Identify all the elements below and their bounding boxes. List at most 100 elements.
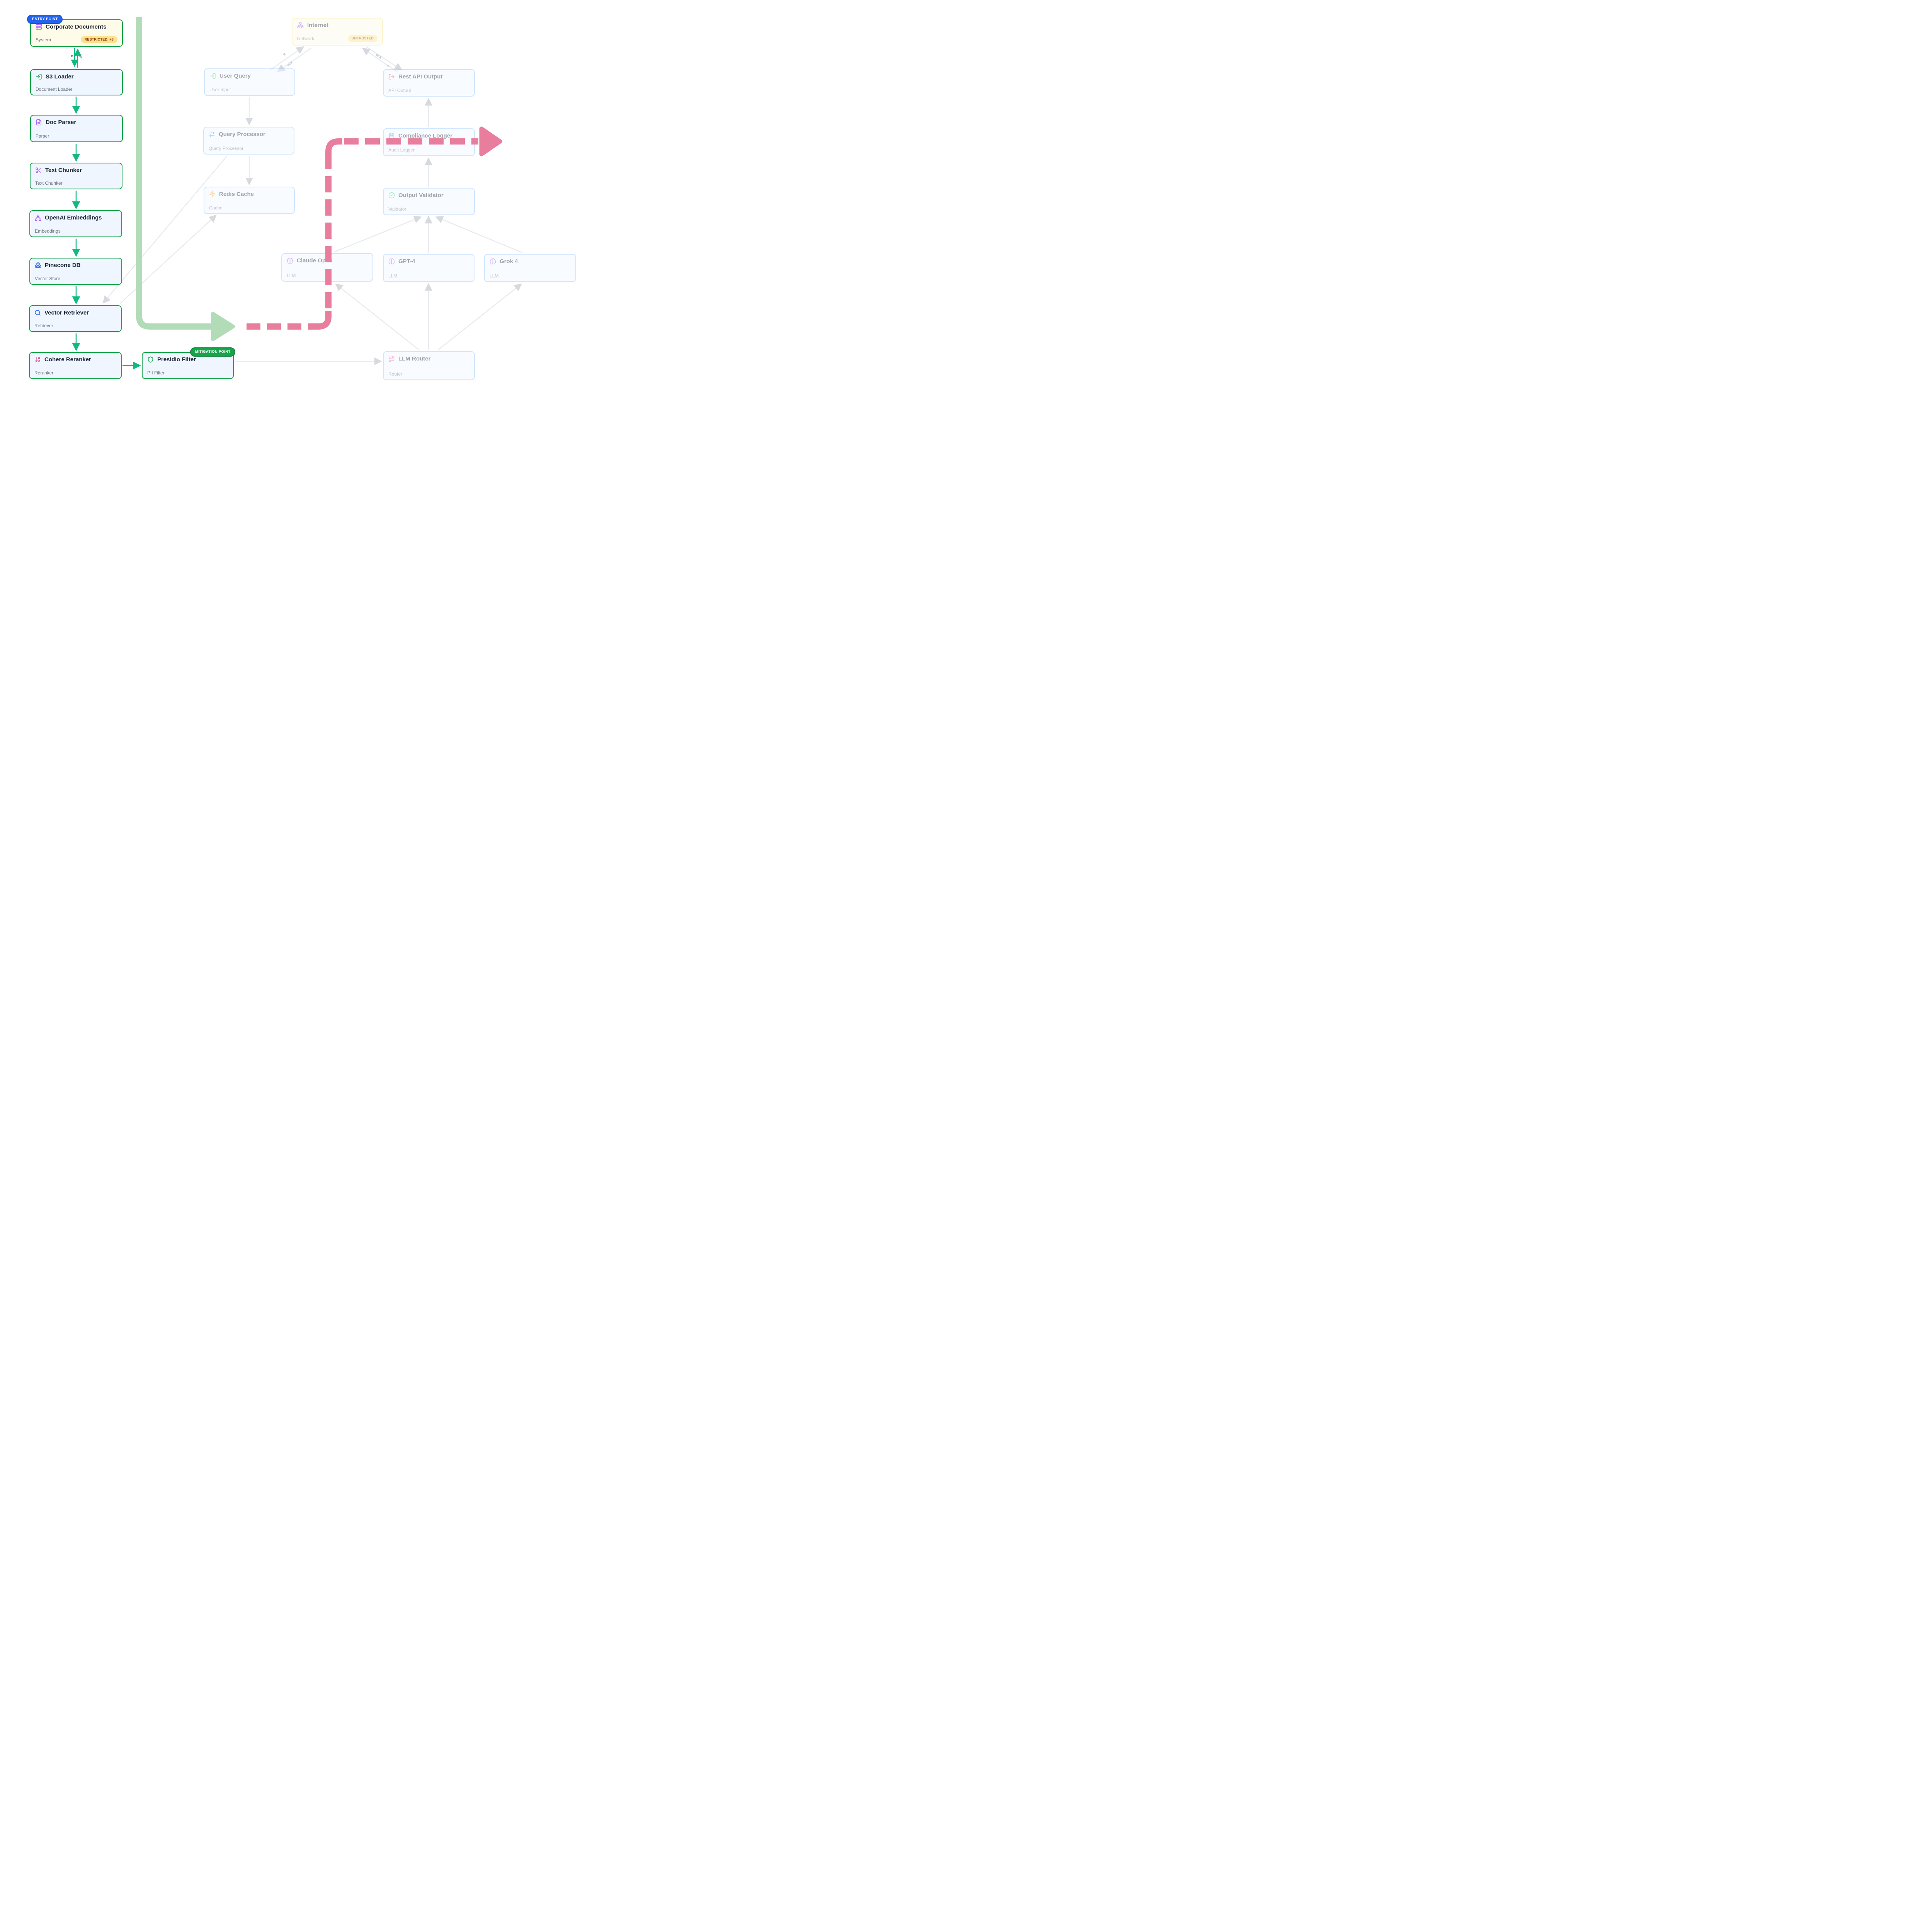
log-in-icon	[36, 73, 42, 80]
node-title: User Query	[219, 73, 251, 79]
node-title: Doc Parser	[46, 119, 77, 126]
node-title: GPT-4	[398, 258, 415, 265]
node-cohere-reranker[interactable]: Cohere Reranker Reranker	[29, 352, 122, 379]
node-subtitle: LLM	[287, 273, 296, 278]
restricted-badge: RESTRICTED, +8	[80, 36, 117, 43]
node-subtitle: Retriever	[34, 323, 53, 328]
edge-label-wx-internet-left: W/X	[286, 60, 294, 67]
node-title: Corporate Documents	[46, 24, 107, 30]
node-title: Query Processor	[219, 131, 265, 138]
node-title: Compliance Logger	[398, 133, 453, 139]
node-vector-retriever[interactable]: Vector Retriever Retriever	[29, 305, 122, 332]
node-title: Rest API Output	[398, 73, 443, 80]
entry-point-badge: ENTRY POINT	[27, 15, 63, 24]
node-subtitle: LLM	[388, 273, 398, 279]
edge-router-grok	[437, 283, 522, 350]
node-title: OpenAI Embeddings	[45, 214, 102, 221]
node-output-validator[interactable]: Output Validator Validator	[383, 188, 475, 215]
edge-label-read: R	[70, 55, 74, 58]
search-icon	[34, 310, 41, 316]
node-title: Cohere Reranker	[44, 356, 91, 363]
node-grok-4[interactable]: Grok 4 LLM	[484, 254, 576, 282]
node-subtitle: Reranker	[34, 370, 54, 376]
node-title: Grok 4	[500, 258, 518, 265]
server-icon	[36, 24, 42, 30]
node-title: Presidio Filter	[157, 356, 196, 363]
edge-label-read-internet-right: R	[386, 64, 390, 68]
node-gpt-4[interactable]: GPT-4 LLM	[383, 254, 474, 282]
edges-layer	[71, 46, 523, 370]
log-out-icon	[388, 73, 395, 80]
node-pinecone-db[interactable]: Pinecone DB Vector Store	[29, 258, 122, 285]
node-corporate-documents[interactable]: Corporate Documents System RESTRICTED, +…	[30, 19, 123, 47]
clipboard-icon	[388, 133, 395, 139]
node-presidio-filter[interactable]: Presidio Filter PII Filter	[142, 352, 234, 379]
node-claude-opus[interactable]: Claude Opus LLM	[281, 253, 373, 282]
node-subtitle: Validator	[388, 206, 406, 212]
node-title: Internet	[307, 22, 329, 29]
network-icon	[35, 214, 41, 221]
attack-path-arrowhead	[479, 126, 502, 156]
node-subtitle: LLM	[490, 273, 499, 279]
shield-icon	[147, 356, 154, 363]
node-title: Pinecone DB	[45, 262, 81, 269]
node-subtitle: Query Processor	[209, 146, 244, 151]
sort-az-icon	[34, 356, 41, 363]
check-circle-icon	[388, 192, 395, 199]
threat-flow-diagram: R W R W/X W/X R ENTRY POINT MITIGATION P…	[0, 0, 599, 394]
node-doc-parser[interactable]: Doc Parser Parser	[30, 115, 123, 142]
boxes-icon	[35, 262, 41, 269]
node-title: Claude Opus	[297, 257, 333, 264]
brain-icon	[388, 258, 395, 265]
node-subtitle: API Output	[388, 88, 411, 93]
edge-retriever-redis	[119, 214, 217, 304]
node-compliance-logger[interactable]: Compliance Logger Audit Logger	[383, 128, 475, 156]
edge-claude-validator	[334, 216, 422, 253]
node-title: Output Validator	[398, 192, 444, 199]
node-subtitle: Vector Store	[35, 276, 61, 281]
edge-grok-validator	[435, 216, 523, 253]
arrows-left-right-icon	[209, 131, 215, 138]
node-title: Redis Cache	[219, 191, 254, 197]
node-subtitle: Audit Logger	[388, 147, 415, 153]
network-icon	[297, 22, 304, 29]
edge-label-write: W	[78, 54, 83, 58]
edge-restapi-internet	[362, 48, 398, 73]
node-internet[interactable]: Internet Network UNTRUSTED	[292, 18, 383, 46]
node-rest-api-output[interactable]: Rest API Output API Output	[383, 69, 475, 97]
scissors-icon	[35, 167, 42, 173]
node-user-query[interactable]: User Query User Input	[204, 68, 295, 96]
node-title: S3 Loader	[46, 73, 74, 80]
node-llm-router[interactable]: LLM Router Router	[383, 351, 475, 380]
route-icon	[388, 355, 395, 362]
node-s3-loader[interactable]: S3 Loader Document Loader	[30, 69, 123, 95]
allowed-path-arrowhead	[211, 312, 235, 341]
node-subtitle: Router	[388, 371, 403, 377]
zap-icon	[209, 191, 216, 197]
edge-router-claude	[335, 283, 420, 350]
edge-internet-restapi	[366, 46, 403, 71]
node-subtitle: Network	[297, 36, 315, 41]
node-openai-embeddings[interactable]: OpenAI Embeddings Embeddings	[29, 210, 122, 237]
node-subtitle: Text Chunker	[35, 180, 63, 186]
flow-overlays	[136, 17, 502, 341]
node-subtitle: PII Filter	[147, 370, 165, 376]
node-text-chunker[interactable]: Text Chunker Text Chunker	[30, 163, 122, 189]
edge-label-read-internet-left: R	[282, 52, 287, 57]
brain-icon	[490, 258, 496, 265]
node-title: Vector Retriever	[44, 310, 89, 316]
node-subtitle: Document Loader	[36, 87, 73, 92]
node-subtitle: System	[36, 37, 51, 43]
node-subtitle: Parser	[36, 133, 49, 139]
edge-label-wx-internet-right: W/X	[375, 53, 383, 60]
mitigation-point-badge: MITIGATION POINT	[190, 347, 236, 357]
log-in-icon	[209, 73, 216, 79]
node-redis-cache[interactable]: Redis Cache Cache	[204, 187, 295, 214]
node-query-processor[interactable]: Query Processor Query Processor	[203, 127, 294, 155]
node-title: Text Chunker	[45, 167, 82, 173]
file-text-icon	[36, 119, 42, 126]
attack-path-elbow-bottom	[314, 311, 332, 330]
node-subtitle: Embeddings	[35, 228, 61, 234]
untrusted-badge: UNTRUSTED	[347, 35, 378, 42]
attack-path-elbow-top	[325, 138, 342, 155]
